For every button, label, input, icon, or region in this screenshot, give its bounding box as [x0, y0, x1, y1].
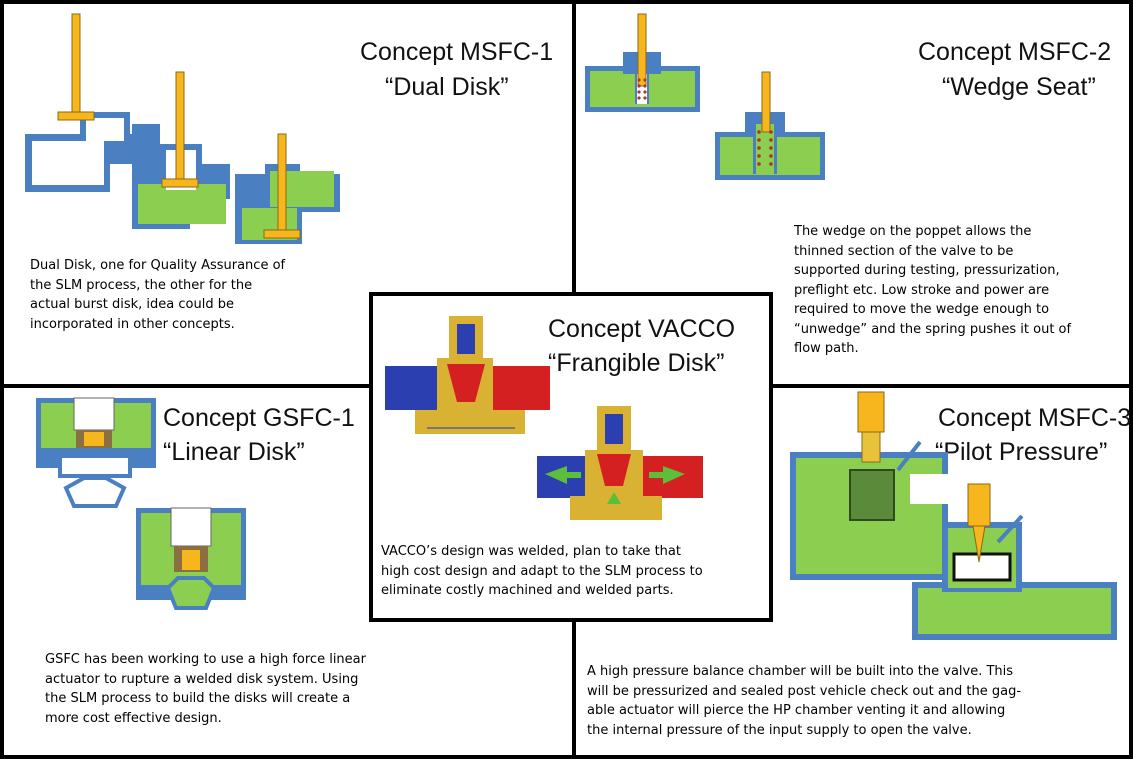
- msfc2-description: The wedge on the poppet allows the thinn…: [794, 222, 1071, 359]
- msfc3-desc-line: will be pressurized and sealed post vehi…: [587, 683, 1022, 699]
- msfc3-valve-a: [790, 391, 950, 580]
- msfc1-description: Dual Disk, one for Quality Assurance of …: [30, 256, 285, 334]
- gsfc1-desc-line: more cost effective design.: [45, 710, 222, 726]
- msfc1-subtitle: “Dual Disk”: [385, 73, 509, 101]
- msfc2-desc-line: supported during testing, pressurization…: [794, 263, 1060, 278]
- msfc3-title: Concept MSFC-3: [938, 404, 1132, 432]
- msfc2-desc-line: The wedge on the poppet allows the: [794, 224, 1032, 239]
- msfc3-valve-b: [912, 483, 1117, 640]
- vacco-panel: Concept VACCO “Frangible Disk”: [369, 292, 773, 622]
- msfc1-desc-line: Dual Disk, one for Quality Assurance of: [30, 258, 286, 273]
- msfc3-subtitle: “Pilot Pressure”: [935, 438, 1108, 466]
- msfc3-desc-line: A high pressure balance chamber will be …: [587, 664, 1014, 679]
- msfc2-desc-line: thinned section of the valve to be: [794, 243, 1014, 259]
- gsfc1-desc-line: actuator to rupture a welded disk system…: [45, 671, 359, 687]
- msfc1-title: Concept MSFC-1: [360, 38, 554, 66]
- gsfc1-valve-a: [36, 397, 156, 508]
- vacco-desc-line: eliminate costly machined and welded par…: [381, 583, 674, 598]
- vacco-description: VACCO’s design was welded, plan to take …: [381, 542, 703, 601]
- gsfc1-valve-b: [136, 507, 246, 610]
- msfc2-desc-line: preflight etc. Low stroke and power are: [794, 282, 1050, 298]
- msfc2-title: Concept MSFC-2: [918, 38, 1112, 66]
- vacco-title: Concept VACCO: [548, 315, 736, 343]
- gsfc1-subtitle: “Linear Disk”: [163, 438, 305, 466]
- msfc2-desc-line: required to move the wedge enough to: [794, 302, 1050, 317]
- gsfc1-desc-line: the SLM process to build the disks will …: [45, 691, 351, 706]
- msfc1-valve-b: [132, 71, 230, 229]
- gsfc1-desc-line: GSFC has been working to use a high forc…: [45, 652, 366, 667]
- msfc1-valve-c: [235, 133, 340, 244]
- msfc1-desc-line: incorporated in other concepts.: [30, 316, 235, 332]
- vacco-subtitle: “Frangible Disk”: [548, 349, 725, 377]
- msfc1-dual-disk-illustration: [25, 13, 340, 244]
- msfc3-description: A high pressure balance chamber will be …: [587, 662, 1021, 740]
- msfc2-desc-line: flow path.: [794, 341, 859, 356]
- msfc2-valve-a: [585, 13, 700, 112]
- gsfc1-title: Concept GSFC-1: [163, 404, 355, 432]
- msfc1-desc-line: actual burst disk, idea could be: [30, 297, 234, 312]
- msfc3-desc-line: able actuator will pierce the HP chamber…: [587, 703, 1006, 718]
- msfc3-pilot-pressure-illustration: [790, 391, 1117, 640]
- gsfc1-description: GSFC has been working to use a high forc…: [45, 650, 366, 728]
- msfc1-valve-a: [25, 13, 140, 192]
- msfc2-valve-b: [715, 71, 825, 180]
- vacco-valve-b: [537, 406, 703, 520]
- vacco-desc-line: high cost design and adapt to the SLM pr…: [381, 563, 703, 579]
- vacco-valve-a: [385, 316, 550, 434]
- msfc2-desc-line: “unwedge” and the spring pushes it out o…: [794, 321, 1072, 337]
- vacco-frangible-disk-illustration: [385, 316, 703, 520]
- msfc1-desc-line: the SLM process, the other for the: [30, 277, 253, 293]
- msfc2-subtitle: “Wedge Seat”: [942, 73, 1096, 101]
- msfc2-wedge-seat-illustration: [585, 13, 825, 180]
- msfc3-desc-line: the internal pressure of the input suppl…: [587, 722, 972, 738]
- vacco-desc-line: VACCO’s design was welded, plan to take …: [381, 544, 681, 559]
- gsfc1-linear-disk-illustration: [36, 397, 246, 610]
